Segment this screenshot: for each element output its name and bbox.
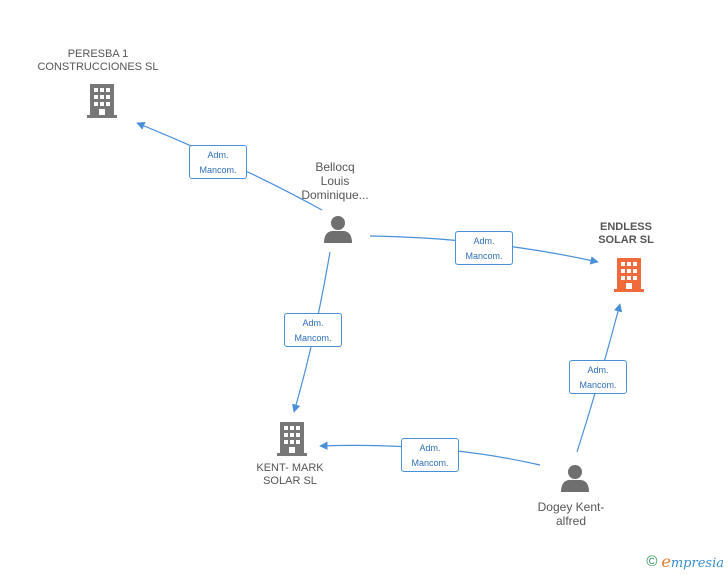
person-label-bellocq[interactable]: Bellocq Louis Dominique... <box>285 160 385 202</box>
edge-label-dogey-kentmark[interactable]: Adm. Mancom. <box>401 438 459 472</box>
edge-role: Adm. <box>302 318 324 328</box>
edge-role: Adm. <box>587 365 609 375</box>
edge-role: Adm. <box>207 150 229 160</box>
edge-label-bellocq-kentmark[interactable]: Adm. Mancom. <box>284 313 342 347</box>
person-name-line: Bellocq <box>315 160 355 174</box>
company-name-line: PERESBA 1 <box>67 48 129 60</box>
person-icon[interactable] <box>561 465 589 492</box>
brand-logo[interactable]: empresia <box>661 552 724 571</box>
edge-role-detail: Mancom. <box>411 458 449 468</box>
company-name-line: SOLAR SL <box>598 234 654 246</box>
person-label-dogey[interactable]: Dogey Kent- alfred <box>521 500 621 528</box>
building-icon[interactable] <box>277 422 307 456</box>
brand-name: mpresia <box>670 555 724 571</box>
person-name-line: Dogey Kent- <box>537 500 605 514</box>
company-name-line: KENT- MARK <box>256 462 324 474</box>
edge-label-bellocq-endless[interactable]: Adm. Mancom. <box>455 231 513 265</box>
copyright-icon: © <box>646 552 658 570</box>
edge-role-detail: Mancom. <box>294 333 332 343</box>
edge-role: Adm. <box>419 443 441 453</box>
person-name-line: alfred <box>555 514 587 528</box>
building-icon-highlighted[interactable] <box>614 258 644 292</box>
edge-role-detail: Mancom. <box>199 165 237 175</box>
edge-label-dogey-endless[interactable]: Adm. Mancom. <box>569 360 627 394</box>
edge-role: Adm. <box>473 236 495 246</box>
edge-role-detail: Mancom. <box>465 251 503 261</box>
company-name-line: ENDLESS <box>600 221 652 233</box>
company-label-peresba[interactable]: PERESBA 1 CONSTRUCCIONES SL <box>28 48 168 74</box>
person-icon[interactable] <box>324 216 352 243</box>
edge-label-bellocq-peresba[interactable]: Adm. Mancom. <box>189 145 247 179</box>
edge-role-detail: Mancom. <box>579 380 617 390</box>
company-label-kent-mark[interactable]: KENT- MARK SOLAR SL <box>240 462 340 488</box>
person-name-line: Dominique... <box>301 188 369 202</box>
company-name-line: SOLAR SL <box>263 475 317 487</box>
footer-brand: © empresia <box>646 551 724 571</box>
person-name-line: Louis <box>320 174 350 188</box>
brand-initial: e <box>661 551 671 571</box>
company-label-endless[interactable]: ENDLESS SOLAR SL <box>576 221 676 247</box>
company-name-line: CONSTRUCCIONES SL <box>37 61 159 73</box>
building-icon[interactable] <box>87 84 117 118</box>
